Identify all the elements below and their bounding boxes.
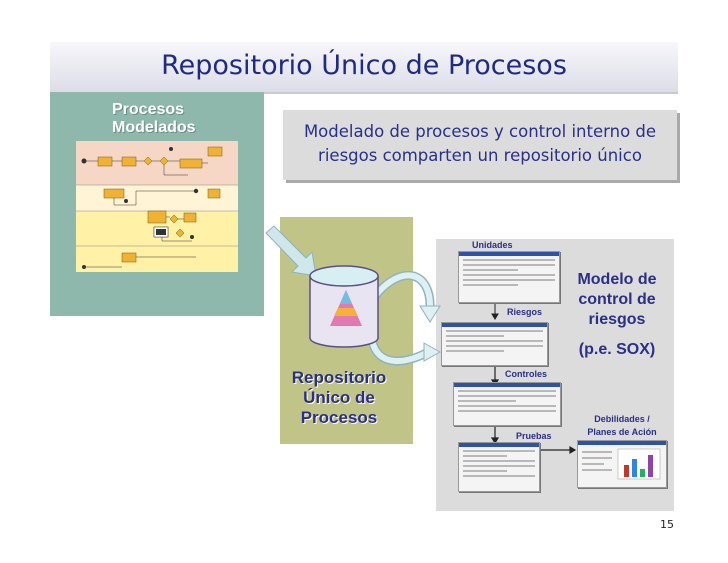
callout-box: Modelado de procesos y control interno d… bbox=[283, 110, 677, 180]
title-bar bbox=[50, 42, 678, 94]
weakness-label: Debilidades / Planes de Ación bbox=[574, 413, 670, 439]
weakness-screenshot bbox=[577, 440, 667, 488]
risk-model-subtitle: (p.e. SOX) bbox=[578, 341, 656, 358]
controls-screenshot bbox=[453, 382, 561, 426]
risks-screenshot bbox=[441, 322, 548, 366]
process-diagram bbox=[76, 141, 238, 272]
repository-line2: Único de bbox=[303, 388, 375, 407]
tests-label: Pruebas bbox=[516, 431, 552, 441]
units-screenshot bbox=[458, 251, 560, 303]
callout-line2: riesgos comparten un repositorio único bbox=[318, 146, 642, 165]
repository-line1: Repositorio bbox=[291, 368, 387, 387]
risk-model-line2: control de bbox=[578, 291, 656, 308]
tests-screenshot bbox=[458, 442, 540, 492]
weakness-line2: Planes de Ación bbox=[587, 427, 657, 437]
weakness-line1: Debilidades / bbox=[594, 414, 650, 424]
process-title-line1: Procesos bbox=[112, 101, 185, 118]
repository-line3: Procesos bbox=[300, 408, 378, 427]
page-number: 15 bbox=[660, 518, 674, 531]
process-panel-title: Procesos Modelados bbox=[112, 101, 196, 137]
units-label: Unidades bbox=[472, 240, 513, 250]
risk-model-line1: Modelo de bbox=[577, 271, 657, 288]
risk-model-line3: riesgos bbox=[588, 311, 646, 328]
slide-title: Repositorio Único de Procesos bbox=[161, 50, 567, 81]
controls-label: Controles bbox=[505, 369, 548, 379]
bar-chart-icon bbox=[582, 448, 661, 480]
repository-cylinder-icon bbox=[309, 265, 379, 348]
arrow-icon bbox=[265, 225, 317, 277]
risk-model-title: Modelo de control de riesgos bbox=[566, 270, 668, 330]
risks-label: Riesgos bbox=[507, 307, 543, 317]
callout-line1: Modelado de procesos y control interno d… bbox=[303, 122, 657, 141]
process-title-line2: Modelados bbox=[112, 119, 196, 136]
repository-label: Repositorio Único de Procesos bbox=[283, 368, 395, 428]
